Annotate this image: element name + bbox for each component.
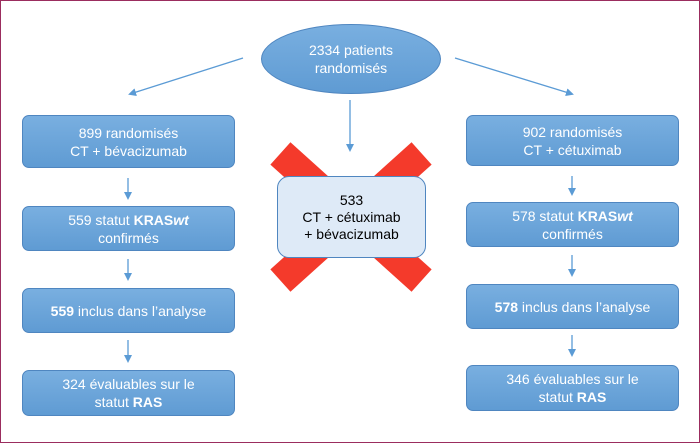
left-box-randomized: 899 randomisés CT + bévacizumab (22, 115, 235, 168)
middle-box-crossed-out: 533 CT + cétuximab + bévacizumab (277, 176, 426, 258)
arrow-top-to-left (128, 57, 244, 96)
right-box-kras: 578 statut KRASwt confirmés (466, 202, 679, 247)
right-box-evaluable: 346 évaluables sur le statut RAS (466, 365, 679, 411)
left-box-evaluable: 324 évaluables sur le statut RAS (22, 370, 235, 416)
right-box-included: 578 inclus dans l’analyse (466, 284, 679, 329)
top-line1: 2334 patients (308, 42, 394, 58)
top-line2: randomisés (314, 60, 388, 76)
arrow-top-to-right (454, 57, 574, 97)
left-box-included: 559 inclus dans l’analyse (22, 288, 235, 333)
top-ellipse-randomized: 2334 patients randomisés (261, 24, 441, 94)
left-box-kras: 559 statut KRASwt confirmés (22, 206, 235, 251)
right-box-randomized: 902 randomisés CT + cétuximab (466, 115, 679, 166)
